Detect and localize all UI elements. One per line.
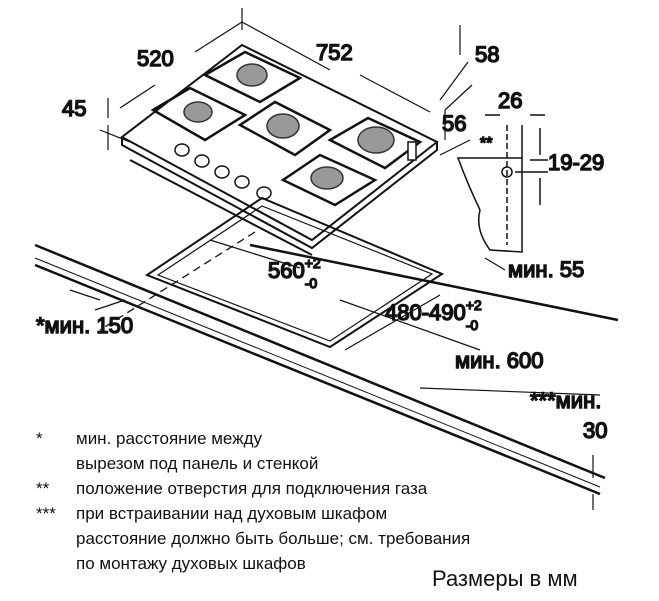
depth-label: 520 [137, 46, 174, 71]
gas-marker: ** [480, 135, 492, 152]
min-side-label: *мин. 150 [36, 313, 133, 338]
width-label: 752 [316, 40, 353, 65]
hob-dimension-lines [99, 8, 473, 156]
rear-offset-label: 58 [475, 42, 499, 67]
burner-grates [150, 50, 423, 207]
hob [120, 43, 439, 256]
footnote: ***при встраивании над духовым шкафом [36, 504, 388, 523]
cutout [69, 196, 601, 510]
min-oven-label: ***мин. [530, 388, 601, 413]
gas-y-label: 19-29 [548, 150, 604, 175]
footnote: **положение отверстия для подключения га… [36, 479, 428, 498]
footnote: по монтажу духовых шкафов [76, 554, 306, 573]
cutout-depth-label: 480-490+2-0 [385, 297, 482, 333]
footnote: вырезом под панель и стенкой [76, 454, 319, 473]
footnote: расстояние должно быть больше; см. требо… [76, 529, 471, 548]
min-back-label: мин. 55 [508, 257, 584, 282]
burners [183, 63, 395, 190]
countertop [34, 231, 619, 496]
min-oven-value: 30 [583, 418, 607, 443]
gas-connection-detail [456, 114, 548, 253]
side-offset-label: 56 [442, 111, 466, 136]
cutout-width-label: 560+2-0 [268, 255, 321, 291]
height-label: 45 [62, 96, 86, 121]
min-front-label: мин. 600 [455, 348, 544, 373]
footnote: *мин. расстояние между [36, 429, 262, 448]
gas-x-label: 26 [498, 88, 522, 113]
units-label: Размеры в мм [432, 566, 578, 591]
footnotes: *мин. расстояние между вырезом под панел… [36, 426, 470, 576]
